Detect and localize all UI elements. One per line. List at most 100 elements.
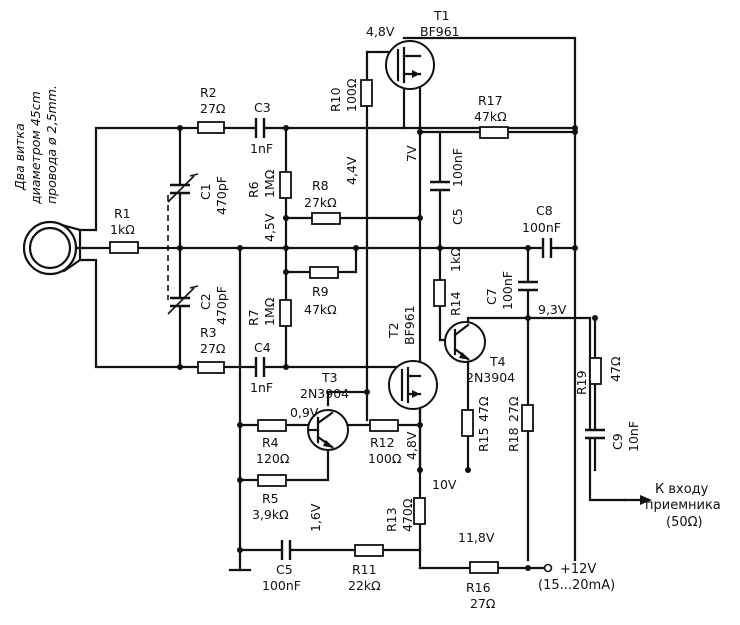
- v-t3-base: 0,9V: [290, 405, 319, 420]
- loop-note: Два витка диаметром 45cm провода ø 2,5mm…: [12, 85, 59, 205]
- trimmer-c2: [167, 285, 199, 315]
- junction: [417, 215, 423, 221]
- trimmer-c1: [167, 173, 199, 203]
- resistor-r4: [257, 419, 287, 432]
- junction: [525, 315, 531, 321]
- transistor-t1: [385, 40, 435, 90]
- v-supply-node: 10V: [432, 477, 457, 492]
- resistor-r3: [197, 361, 225, 374]
- junction: [592, 315, 598, 321]
- c5a-ref: C5: [450, 208, 465, 225]
- junction: [417, 422, 423, 428]
- r16-value: 27Ω: [470, 596, 496, 611]
- v-t4: 9,3V: [538, 302, 567, 317]
- loop-note-line-2: диаметром 45cm: [28, 91, 43, 205]
- junction: [177, 364, 183, 370]
- junction: [417, 467, 423, 473]
- resistor-r18: [521, 404, 534, 432]
- c7-ref: C7: [484, 288, 499, 305]
- r14-ref: R14: [448, 291, 463, 316]
- resistor-r17: [479, 126, 509, 139]
- r15-value: 47Ω: [476, 396, 491, 422]
- resistor-r19: [589, 357, 602, 385]
- r5-value: 3,9kΩ: [252, 507, 289, 522]
- r13-ref: R13: [384, 507, 399, 532]
- bottom-rail: [78, 258, 410, 369]
- resistor-r1: [109, 241, 139, 254]
- v-t3-emitter: 1,6V: [308, 503, 323, 532]
- r7-ref: R7: [246, 309, 261, 326]
- r12-value: 100Ω: [368, 451, 402, 466]
- r12-ref: R12: [370, 435, 395, 450]
- r9-ref: R9: [312, 284, 329, 299]
- c3-value: 1nF: [250, 141, 273, 156]
- r11-value: 22kΩ: [348, 578, 381, 593]
- supply-terminal: [543, 563, 553, 573]
- capacitor-c9: [585, 428, 605, 440]
- transistor-t3: [307, 409, 349, 451]
- junction: [177, 125, 183, 131]
- junction: [283, 215, 289, 221]
- r16-ref: R16: [466, 580, 491, 595]
- c5b-value: 100nF: [262, 578, 301, 593]
- resistor-r5: [257, 474, 287, 487]
- t1-ref: T1: [433, 8, 450, 23]
- c1-value: 470pF: [214, 176, 229, 215]
- resistor-r15: [461, 409, 474, 437]
- r10-ref: R10: [328, 87, 343, 112]
- r19-value: 47Ω: [608, 356, 623, 382]
- junction: [465, 467, 471, 473]
- r14-value: 1kΩ: [448, 247, 463, 272]
- r1-value: 1kΩ: [110, 222, 135, 237]
- junction: [417, 129, 423, 135]
- r8-value: 27kΩ: [304, 195, 337, 210]
- top-rail: [78, 126, 577, 232]
- r4-value: 120Ω: [256, 451, 290, 466]
- c9-value: 10nF: [626, 421, 641, 452]
- loop-note-line-1: Два витка: [12, 123, 27, 191]
- capacitor-c5-upper: [430, 180, 450, 192]
- junction: [237, 422, 243, 428]
- supply-current: (15...20mA): [538, 578, 615, 593]
- r9-value: 47kΩ: [304, 302, 337, 317]
- r2-value: 27Ω: [200, 101, 226, 116]
- loop-note-line-3: провода ø 2,5mm.: [44, 85, 59, 204]
- junction: [364, 389, 370, 395]
- junction: [283, 364, 289, 370]
- r6-ref: R6: [246, 181, 261, 198]
- r13-value: 470Ω: [400, 498, 415, 532]
- r3-value: 27Ω: [200, 341, 226, 356]
- output-line: [466, 316, 627, 502]
- v-bias: 4,5V: [262, 213, 277, 242]
- resistor-r9: [309, 266, 339, 279]
- t2-ref: T2: [386, 322, 401, 339]
- resistor-r7: [279, 299, 292, 327]
- c4-value: 1nF: [250, 380, 273, 395]
- junctions: [177, 125, 598, 571]
- junction: [237, 245, 243, 251]
- transistor-t4: [444, 321, 486, 363]
- t3-collector-wire: [326, 390, 369, 407]
- resistor-r16: [469, 561, 499, 574]
- junction: [353, 245, 359, 251]
- t3-ref: T3: [321, 370, 338, 385]
- r2-ref: R2: [200, 85, 217, 100]
- r17-ref: R17: [478, 93, 503, 108]
- transistor-t2: [388, 360, 438, 410]
- c7-value: 100nF: [500, 271, 515, 310]
- junction: [525, 565, 531, 571]
- r3-ref: R3: [200, 325, 217, 340]
- r18-ref: R18: [506, 427, 521, 452]
- output-line-2: приемника: [645, 498, 721, 513]
- c4-ref: C4: [254, 340, 271, 355]
- resistor-r8: [311, 212, 341, 225]
- t1-value: BF961: [420, 24, 460, 39]
- output-line-3: (50Ω): [666, 515, 703, 530]
- resistor-r6: [279, 171, 292, 199]
- loop-antenna-outer: [22, 220, 78, 276]
- junction: [177, 245, 183, 251]
- r5-ref: R5: [262, 491, 279, 506]
- junction: [237, 547, 243, 553]
- t4-value: 2N3904: [466, 370, 515, 385]
